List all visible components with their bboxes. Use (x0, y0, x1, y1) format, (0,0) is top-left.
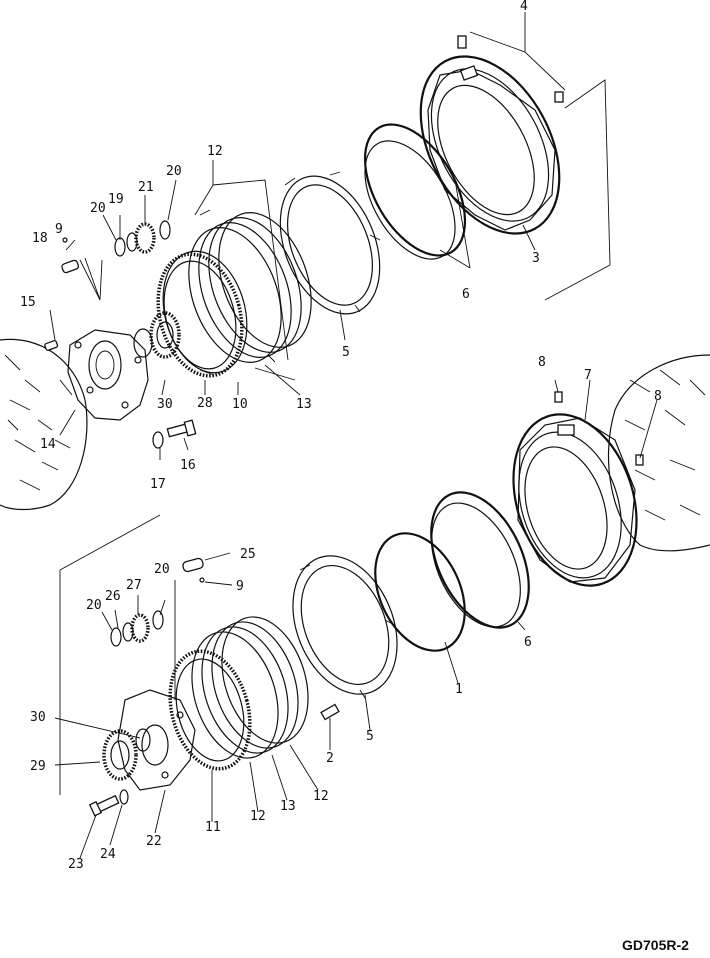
callout-13-lower: 13 (280, 799, 296, 814)
callout-4: 4 (520, 0, 528, 14)
upper-wheel-background (0, 338, 88, 511)
part-14-carrier (67, 329, 149, 421)
lower-leader-lines (54, 379, 658, 859)
part-29-sun-gear (102, 729, 138, 781)
part-6-snap-ring (363, 123, 467, 260)
callout-9-lower: 9 (236, 579, 244, 594)
callout-7: 7 (584, 368, 592, 383)
callout-30-lower: 30 (30, 710, 46, 725)
callout-29: 29 (30, 759, 46, 774)
part-16-bolt (166, 419, 197, 438)
callout-12: 12 (207, 144, 223, 159)
part-25-pin (182, 557, 204, 573)
part-10-ring-gear (156, 250, 248, 378)
figure-code: GD705R-2 (622, 937, 689, 953)
part-9-ball-lower (199, 577, 205, 583)
callout-3: 3 (532, 251, 540, 266)
upper-leader-lines (49, 12, 611, 460)
callout-5-upper: 5 (342, 345, 350, 360)
upper-assembly: 4 12 20 21 19 20 18 9 15 3 6 5 30 28 10 … (0, 0, 611, 511)
part-12-13-clutch-plates-lower (191, 616, 309, 759)
part-17-washer (152, 431, 164, 449)
callout-28: 28 (197, 396, 213, 411)
upper-callout-labels: 4 12 20 21 19 20 18 9 15 3 6 5 30 28 10 … (20, 0, 540, 492)
part-21-planet-gear (114, 220, 171, 257)
part-28-sun-gear (149, 311, 181, 359)
callout-20-upper-right: 20 (166, 164, 182, 179)
part-12-13-clutch-plates (188, 209, 312, 376)
part-6-snap-ring-lower (430, 491, 530, 629)
callout-13-upper: 13 (296, 397, 312, 412)
callout-2: 2 (326, 751, 334, 766)
part-27-planet-gear (110, 610, 164, 647)
callout-6-upper: 6 (462, 287, 470, 302)
callout-20-lower-right: 20 (154, 562, 170, 577)
callout-20-lower-left: 20 (86, 598, 102, 613)
callout-8-lower-right: 8 (654, 389, 662, 404)
part-30-snap-ring (133, 328, 153, 358)
callout-11: 11 (205, 820, 221, 835)
callout-8-lower-left: 8 (538, 355, 546, 370)
part-30-snap-ring-lower (135, 728, 151, 752)
callout-17: 17 (150, 477, 166, 492)
callout-12-lower-right: 12 (313, 789, 329, 804)
part-5-end-plate (279, 171, 381, 315)
callout-27: 27 (126, 578, 142, 593)
callout-19: 19 (108, 192, 124, 207)
callout-25: 25 (240, 547, 256, 562)
part-9-ball (62, 237, 68, 243)
part-2-spring (320, 703, 340, 721)
lower-assembly: 8 7 8 25 9 20 27 26 20 6 1 5 2 30 29 12 … (30, 354, 710, 872)
callout-15: 15 (20, 295, 36, 310)
part-4-housing (419, 35, 564, 235)
part-15-pin (44, 340, 59, 351)
callout-24: 24 (100, 847, 116, 862)
lower-callout-labels: 8 7 8 25 9 20 27 26 20 6 1 5 2 30 29 12 … (30, 355, 662, 872)
part-23-bolt (88, 794, 120, 817)
callout-16: 16 (180, 458, 196, 473)
part-24-washer (119, 789, 129, 805)
callout-18: 18 (32, 231, 48, 246)
callout-26: 26 (105, 589, 121, 604)
lower-wheel-background (607, 354, 710, 552)
callout-22: 22 (146, 834, 162, 849)
callout-14: 14 (40, 437, 56, 452)
callout-10: 10 (232, 397, 248, 412)
callout-30-upper: 30 (157, 397, 173, 412)
part-7-housing (512, 391, 644, 587)
callout-21: 21 (138, 180, 154, 195)
part-5-end-plate-lower (292, 555, 398, 699)
callout-5-lower: 5 (366, 729, 374, 744)
callout-20-upper-left: 20 (90, 201, 106, 216)
part-1-seal-ring (374, 532, 466, 652)
callout-23: 23 (68, 857, 84, 872)
callout-1: 1 (455, 682, 463, 697)
callout-6-lower: 6 (524, 635, 532, 650)
part-18-pin (61, 259, 80, 274)
part-22-carrier (117, 689, 196, 791)
callout-12-lower-left: 12 (250, 809, 266, 824)
callout-9-upper: 9 (55, 222, 63, 237)
